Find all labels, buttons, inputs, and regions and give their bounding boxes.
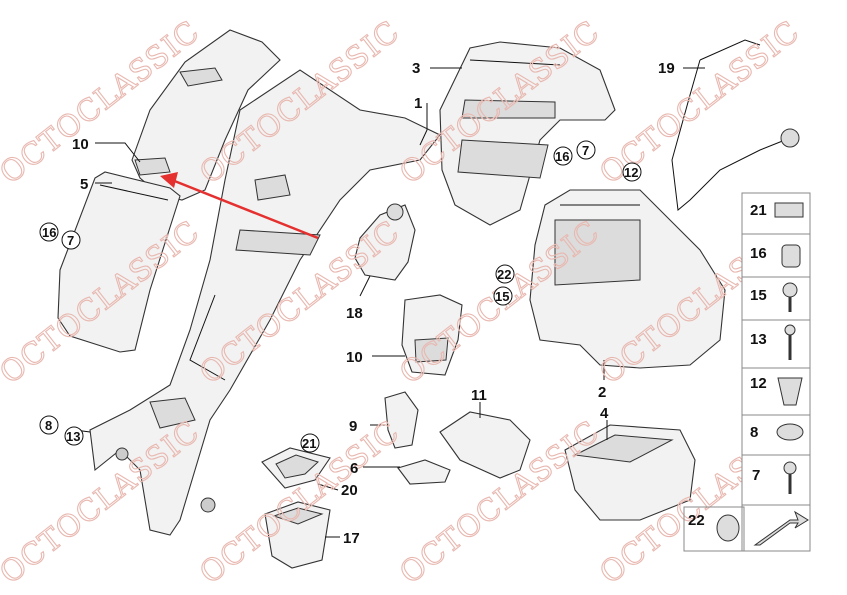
circled-15: 15 bbox=[495, 289, 509, 304]
callout-20: 20 bbox=[341, 482, 358, 499]
legend-row-12: 12 bbox=[750, 375, 803, 406]
circled-16a: 16 bbox=[42, 225, 56, 240]
callout-9: 9 bbox=[349, 418, 357, 435]
part-14-cover bbox=[131, 29, 281, 201]
direction-arrow-icon bbox=[753, 510, 809, 546]
svg-text:7: 7 bbox=[752, 467, 760, 484]
callout-labels: 10 5 1 3 19 18 10 9 6 11 2 4 20 17 bbox=[72, 60, 675, 547]
legend-row-15: 15 bbox=[750, 282, 798, 312]
callout-17: 17 bbox=[343, 530, 360, 547]
leader-lines bbox=[74, 67, 705, 538]
svg-text:21: 21 bbox=[750, 202, 767, 219]
part-17-cup bbox=[264, 501, 331, 569]
part-5-lid bbox=[57, 171, 181, 353]
callout-19: 19 bbox=[658, 60, 675, 77]
svg-text:12: 12 bbox=[750, 375, 767, 392]
circled-16b: 16 bbox=[555, 149, 569, 164]
circled-labels: 16 7 8 13 16 7 12 22 15 21 bbox=[39, 140, 642, 453]
svg-text:8: 8 bbox=[750, 424, 758, 441]
circled-7b: 7 bbox=[582, 143, 589, 158]
callout-10: 10 bbox=[346, 349, 363, 366]
center-console-body bbox=[89, 69, 441, 536]
circled-21: 21 bbox=[302, 436, 316, 451]
part-19-cable bbox=[671, 39, 800, 211]
legend-row-16: 16 bbox=[750, 244, 801, 268]
svg-text:15: 15 bbox=[750, 287, 767, 304]
svg-text:16: 16 bbox=[750, 245, 767, 262]
part-20-tray bbox=[261, 447, 331, 489]
part-18-actuator bbox=[354, 203, 416, 281]
callout-5: 5 bbox=[80, 176, 88, 193]
legend-row-8: 8 bbox=[750, 423, 804, 441]
callout-11: 11 bbox=[471, 387, 487, 404]
part-10-latch bbox=[401, 294, 463, 376]
fastener-legend: 21 16 15 13 12 8 7 bbox=[683, 192, 811, 552]
watermark-layer: OCTOCLASSICOCTOCLASSICOCTOCLASSICOCTOCLA… bbox=[0, 14, 807, 592]
callout-18: 18 bbox=[346, 305, 363, 322]
red-pointer-arrow bbox=[160, 172, 319, 240]
circled-8: 8 bbox=[45, 418, 52, 433]
circled-22: 22 bbox=[497, 267, 511, 282]
circled-7a: 7 bbox=[67, 233, 74, 248]
part-9 bbox=[384, 391, 419, 449]
legend-row-13: 13 bbox=[750, 324, 796, 360]
part-11 bbox=[439, 411, 531, 479]
part-3-box bbox=[439, 41, 616, 226]
circled-12: 12 bbox=[624, 165, 638, 180]
callout-4: 4 bbox=[600, 405, 609, 422]
part-2-box bbox=[529, 189, 726, 369]
legend-row-21: 21 bbox=[750, 202, 804, 219]
callout-1: 1 bbox=[414, 95, 422, 112]
legend-row-22: 22 bbox=[688, 510, 809, 546]
callout-6: 6 bbox=[350, 460, 358, 477]
svg-text:22: 22 bbox=[688, 512, 705, 529]
circled-13: 13 bbox=[66, 429, 80, 444]
legend-row-7: 7 bbox=[752, 461, 797, 494]
callout-2: 2 bbox=[598, 384, 606, 401]
callout-14: 10 bbox=[72, 136, 89, 153]
svg-text:13: 13 bbox=[750, 331, 767, 348]
part-6 bbox=[397, 459, 451, 485]
part-4-frame bbox=[564, 424, 696, 521]
callout-3: 3 bbox=[412, 60, 420, 77]
